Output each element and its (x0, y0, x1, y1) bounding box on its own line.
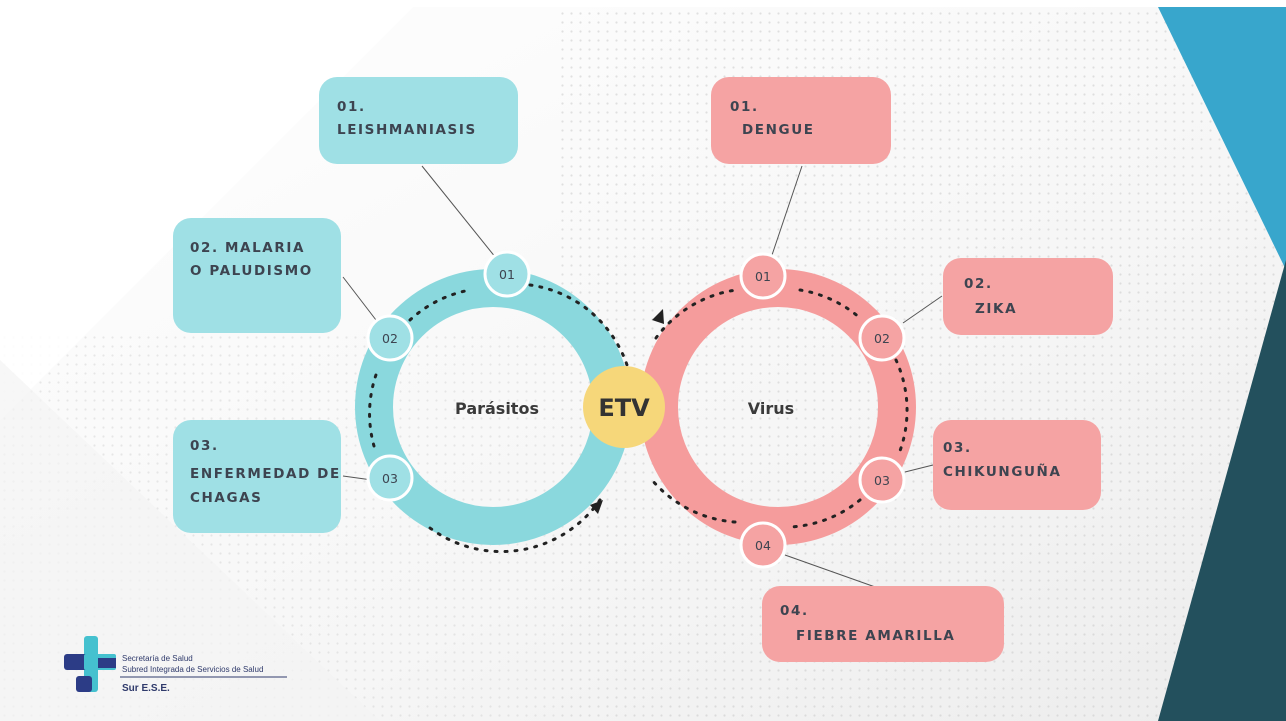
chagas-box: 03. ENFERMEDAD DE CHAGAS (173, 420, 341, 533)
logo-line3: Sur E.S.E. (122, 683, 170, 694)
svg-text:01: 01 (499, 267, 515, 282)
parasitos-node-03: 03 (366, 454, 414, 502)
virus-arrow-path-3 (894, 358, 909, 458)
connector-lines (342, 165, 943, 589)
leishmaniasis-box: 01. LEISHMANIASIS (319, 77, 518, 164)
malaria-line2: O PALUDISMO (190, 263, 313, 279)
accent-dark-shape (1158, 260, 1286, 721)
svg-text:04: 04 (755, 538, 771, 553)
fiebre-amarilla-number: 04. (780, 603, 809, 619)
virus-arrow-path-5 (650, 478, 737, 524)
logo-line1: Secretaría de Salud (122, 654, 193, 663)
parasitos-node-01: 01 (483, 250, 531, 298)
dengue-label: DENGUE (742, 122, 815, 138)
zika-box: 02. ZIKA (943, 258, 1113, 335)
virus-label: Virus (748, 399, 794, 418)
fiebre-amarilla-box: 04. FIEBRE AMARILLA (762, 586, 1004, 662)
accent-blue-shape (1158, 7, 1286, 270)
virus-node-01: 01 (739, 252, 787, 300)
virus-arrow-path-4 (788, 498, 862, 529)
top-white-band (0, 0, 1286, 7)
parasitos-arrowhead-icon (590, 500, 603, 514)
svg-text:02: 02 (874, 331, 890, 346)
leishmaniasis-label: LEISHMANIASIS (337, 122, 477, 138)
svg-text:03: 03 (874, 473, 890, 488)
chikungunya-box: 03. CHIKUNGUÑA (933, 420, 1101, 510)
zika-number: 02. (964, 276, 993, 292)
center-etv-label: ETV (598, 394, 650, 422)
fiebre-amarilla-label: FIEBRE AMARILLA (796, 628, 956, 644)
chagas-line3: CHAGAS (190, 490, 263, 506)
dengue-number: 01. (730, 99, 759, 115)
parasitos-label: Parásitos (455, 399, 539, 418)
svg-text:01: 01 (755, 269, 771, 284)
virus-arrow-path (654, 288, 738, 340)
svg-text:03: 03 (382, 471, 398, 486)
chikungunya-label: CHIKUNGUÑA (943, 464, 1062, 480)
chagas-number: 03. (190, 438, 219, 454)
bg-light-diagonal (0, 0, 420, 420)
virus-node-02: 02 (858, 314, 906, 362)
malaria-line1: 02. MALARIA (190, 240, 306, 256)
virus-node-03: 03 (858, 456, 906, 504)
virus-arrow-path-2 (798, 288, 862, 320)
subred-logo-icon (64, 636, 116, 692)
bg-light-diagonal-2 (0, 360, 380, 721)
center-etv-circle (583, 366, 665, 448)
parasitos-arrow-path (528, 283, 630, 370)
zika-label: ZIKA (975, 301, 1018, 317)
parasitos-node-02: 02 (366, 314, 414, 362)
virus-node-04: 04 (739, 521, 787, 569)
svg-text:02: 02 (382, 331, 398, 346)
leishmaniasis-number: 01. (337, 99, 366, 115)
chikungunya-number: 03. (943, 440, 972, 456)
logo-line2: Subred Integrada de Servicios de Salud (122, 665, 264, 674)
malaria-box: 02. MALARIA O PALUDISMO (173, 218, 341, 333)
chagas-line2: ENFERMEDAD DE (190, 466, 341, 482)
dengue-box: 01. DENGUE (711, 77, 891, 164)
cycle-arrows (368, 283, 909, 554)
virus-arrowhead-icon (652, 309, 664, 324)
parasitos-arrow-path-4 (408, 288, 472, 322)
